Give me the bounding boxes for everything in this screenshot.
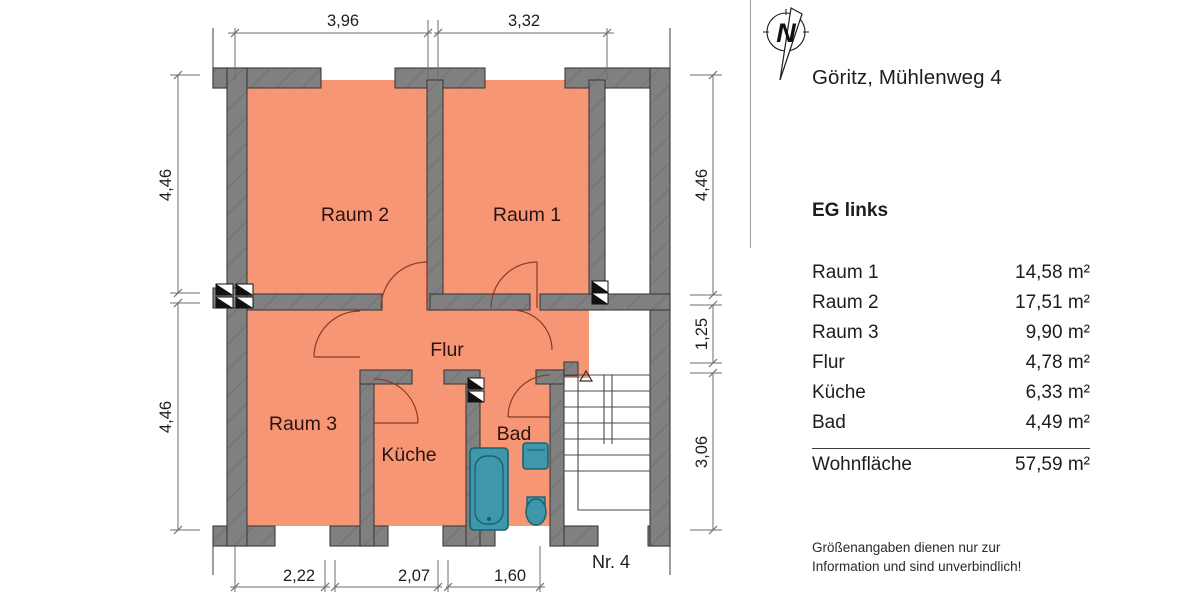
area-label: Raum 3 (812, 322, 879, 343)
dim-top-1: 3,96 (327, 12, 359, 30)
area-value: 17,51 m² (1015, 292, 1090, 313)
dim-bottom-1: 2,22 (283, 567, 315, 585)
area-row: Flur 4,78 m² (812, 352, 1090, 382)
room-label-flur: Flur (430, 339, 464, 361)
step-symbol-left-outer (215, 283, 234, 309)
area-row: Raum 2 17,51 m² (812, 292, 1090, 322)
bathroom-fixtures (469, 442, 549, 531)
door-arc-kueche (373, 378, 419, 424)
area-table-divider (812, 448, 1090, 449)
area-label: Raum 1 (812, 262, 879, 283)
dimension-labels: 3,96 3,32 2,22 2,07 1,60 4,46 4,46 4,46 … (157, 12, 711, 585)
room-labels: Raum 2 Raum 1 Flur Raum 3 Küche Bad (269, 204, 561, 466)
area-table: Raum 1 14,58 m² Raum 2 17,51 m² Raum 3 9… (812, 262, 1090, 484)
wall-interior-vertical-1 (426, 79, 444, 311)
wall-bad-stairshaft (549, 369, 565, 547)
dimension-lines (170, 20, 722, 592)
room-fill-raum-3 (247, 318, 360, 526)
dim-bottom-3: 1,60 (494, 567, 526, 585)
total-area-value: 57,59 m² (1015, 454, 1090, 475)
room-label-bad: Bad (497, 423, 532, 445)
door-arc-raum-3 (313, 310, 361, 358)
wall-left-corner-top (212, 67, 228, 89)
step-symbol-right (591, 280, 609, 305)
total-area-label: Wohnfläche (812, 454, 912, 475)
area-label: Flur (812, 352, 845, 373)
wall-top-3 (564, 67, 661, 89)
step-symbol-kueche-bad (467, 377, 485, 403)
area-label: Raum 2 (812, 292, 879, 313)
room-label-raum-3: Raum 3 (269, 413, 337, 435)
address-title: Göritz, Mühlenweg 4 (812, 66, 1002, 89)
window-symbols (215, 280, 609, 403)
room-label-kueche: Küche (381, 444, 436, 466)
room-label-raum-2: Raum 2 (321, 204, 389, 226)
dim-bottom-2: 2,07 (398, 567, 430, 585)
dim-right-1: 4,46 (693, 169, 711, 201)
door-arc-entrance (511, 309, 553, 351)
area-label: Küche (812, 382, 866, 403)
door-arcs (313, 261, 553, 424)
wall-raum3-kueche (359, 377, 375, 547)
disclaimer-line-2: Information und sind unverbindlich! (812, 559, 1022, 574)
step-symbol-left-inner (235, 283, 254, 309)
disclaimer-line-1: Größenangaben dienen nur zur (812, 540, 1001, 555)
dim-right-3: 3,06 (693, 436, 711, 468)
floor-label: EG links (812, 200, 889, 221)
floorplan-svg: Raum 2 Raum 1 Flur Raum 3 Küche Bad Nr. … (157, 12, 722, 592)
door-arc-bad (507, 374, 551, 418)
wall-raum3-kueche-top (359, 369, 413, 385)
area-value: 14,58 m² (1015, 262, 1090, 283)
room-fill-raum-1 (443, 80, 589, 302)
room-label-raum-1: Raum 1 (493, 204, 561, 226)
walls (212, 67, 671, 547)
area-value: 9,90 m² (1025, 322, 1090, 343)
area-value: 4,78 m² (1025, 352, 1090, 373)
area-row: Raum 3 9,90 m² (812, 322, 1090, 352)
up-arrow-icon (578, 369, 594, 382)
toilet-icon (525, 496, 547, 526)
door-arc-raum-2 (380, 261, 428, 309)
area-label: Bad (812, 412, 846, 433)
wall-horizontal-2 (429, 293, 531, 311)
wall-left-upper (226, 67, 248, 289)
info-panel: N Göritz, Mühlenweg 4 EG links Raum 1 14… (750, 0, 1200, 600)
room-fill-kueche (368, 386, 466, 526)
bathtub-icon (469, 447, 509, 531)
area-row: Bad 4,49 m² (812, 412, 1090, 442)
wall-interior-vertical-2 (588, 79, 606, 311)
north-arrow-icon: N (763, 7, 809, 81)
sink-icon (522, 442, 549, 470)
door-arc-raum-1 (490, 261, 538, 309)
area-value: 6,33 m² (1025, 382, 1090, 403)
dim-top-2: 3,32 (508, 12, 540, 30)
total-area-row: Wohnfläche 57,59 m² (812, 454, 1090, 484)
wall-bottom-2 (329, 525, 389, 547)
wall-horizontal-1 (246, 293, 383, 311)
area-row: Raum 1 14,58 m² (812, 262, 1090, 292)
dim-left-1: 4,46 (157, 169, 175, 201)
dim-right-2: 1,25 (693, 318, 711, 350)
dim-left-2: 4,46 (157, 401, 175, 433)
wall-stair-left-stub (563, 361, 579, 377)
wall-left-lower (226, 305, 248, 547)
disclaimer: Größenangaben dienen nur zur Information… (812, 538, 1021, 576)
wall-bad-top (535, 369, 565, 385)
area-row: Küche 6,33 m² (812, 382, 1090, 412)
house-number-label: Nr. 4 (592, 552, 630, 572)
floorplan-drawing: Raum 2 Raum 1 Flur Raum 3 Küche Bad Nr. … (157, 12, 722, 592)
panel-divider (750, 0, 751, 248)
staircase (564, 369, 650, 511)
area-value: 4,49 m² (1025, 412, 1090, 433)
room-fill-raum-2 (247, 80, 427, 302)
compass-letter: N (776, 18, 796, 48)
